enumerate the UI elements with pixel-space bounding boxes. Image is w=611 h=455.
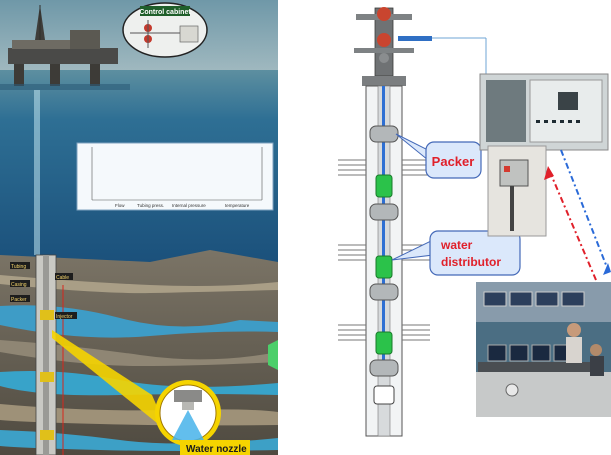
legend-temperature: temperature [225, 203, 250, 208]
water-nozzle-label: Water nozzle [186, 444, 247, 455]
offshore-well-illustration: Control cabinet Flow Tubing press. Inter… [0, 0, 278, 455]
offshore-well-svg: Control cabinet Flow Tubing press. Inter… [0, 0, 278, 455]
control-cabinet-label: Control cabinet [139, 9, 191, 16]
riser-beam [34, 90, 40, 255]
chart-legend: Flow Tubing press. Internal pressure tem… [115, 203, 250, 208]
schematic-svg: Packer water distributor [338, 7, 611, 437]
underground-strata [0, 250, 278, 455]
packer-label: Packer [432, 154, 475, 169]
label-casing: Casing [11, 282, 27, 288]
label-packer: Packer [11, 297, 27, 303]
wellhead-tree-icon [354, 7, 432, 86]
control-cabinet-label-bg [140, 6, 190, 16]
label-injector: Injector [56, 314, 73, 320]
legend-flow: Flow [115, 203, 125, 208]
control-room-photo [476, 282, 611, 417]
water-distributor-label-line1: water [440, 238, 473, 252]
label-cable: Cable [56, 275, 69, 281]
well-labels: Tubing Cable Casing Packer Injector [10, 262, 77, 320]
water-nozzle-callout [52, 330, 221, 446]
well-bore [35, 254, 64, 455]
water-distributor-callout: water distributor [391, 230, 521, 276]
offshore-platform-icon [0, 5, 130, 90]
communication-arrows [544, 149, 611, 281]
packer-callout: Packer [395, 133, 482, 179]
water-distributors [375, 174, 393, 355]
bottom-plug [373, 385, 395, 405]
label-tubing: Tubing [11, 264, 26, 270]
legend-tubing-press: Tubing press. [137, 203, 164, 208]
water-distributor-label-line2: distributor [441, 255, 501, 269]
junction-box-photo [487, 145, 547, 237]
injection-well-schematic: Packer water distributor [278, 0, 611, 455]
equipment-edge-icon [268, 340, 278, 370]
packer-assemblies [369, 125, 399, 377]
water-nozzle-label-bg [180, 440, 250, 455]
control-cabinet-photo [479, 73, 609, 151]
legend-internal-pressure: Internal pressure [172, 203, 206, 208]
monitoring-chart: Flow Tubing press. Internal pressure tem… [76, 142, 274, 211]
control-cabinet-callout: Control cabinet [122, 2, 208, 58]
